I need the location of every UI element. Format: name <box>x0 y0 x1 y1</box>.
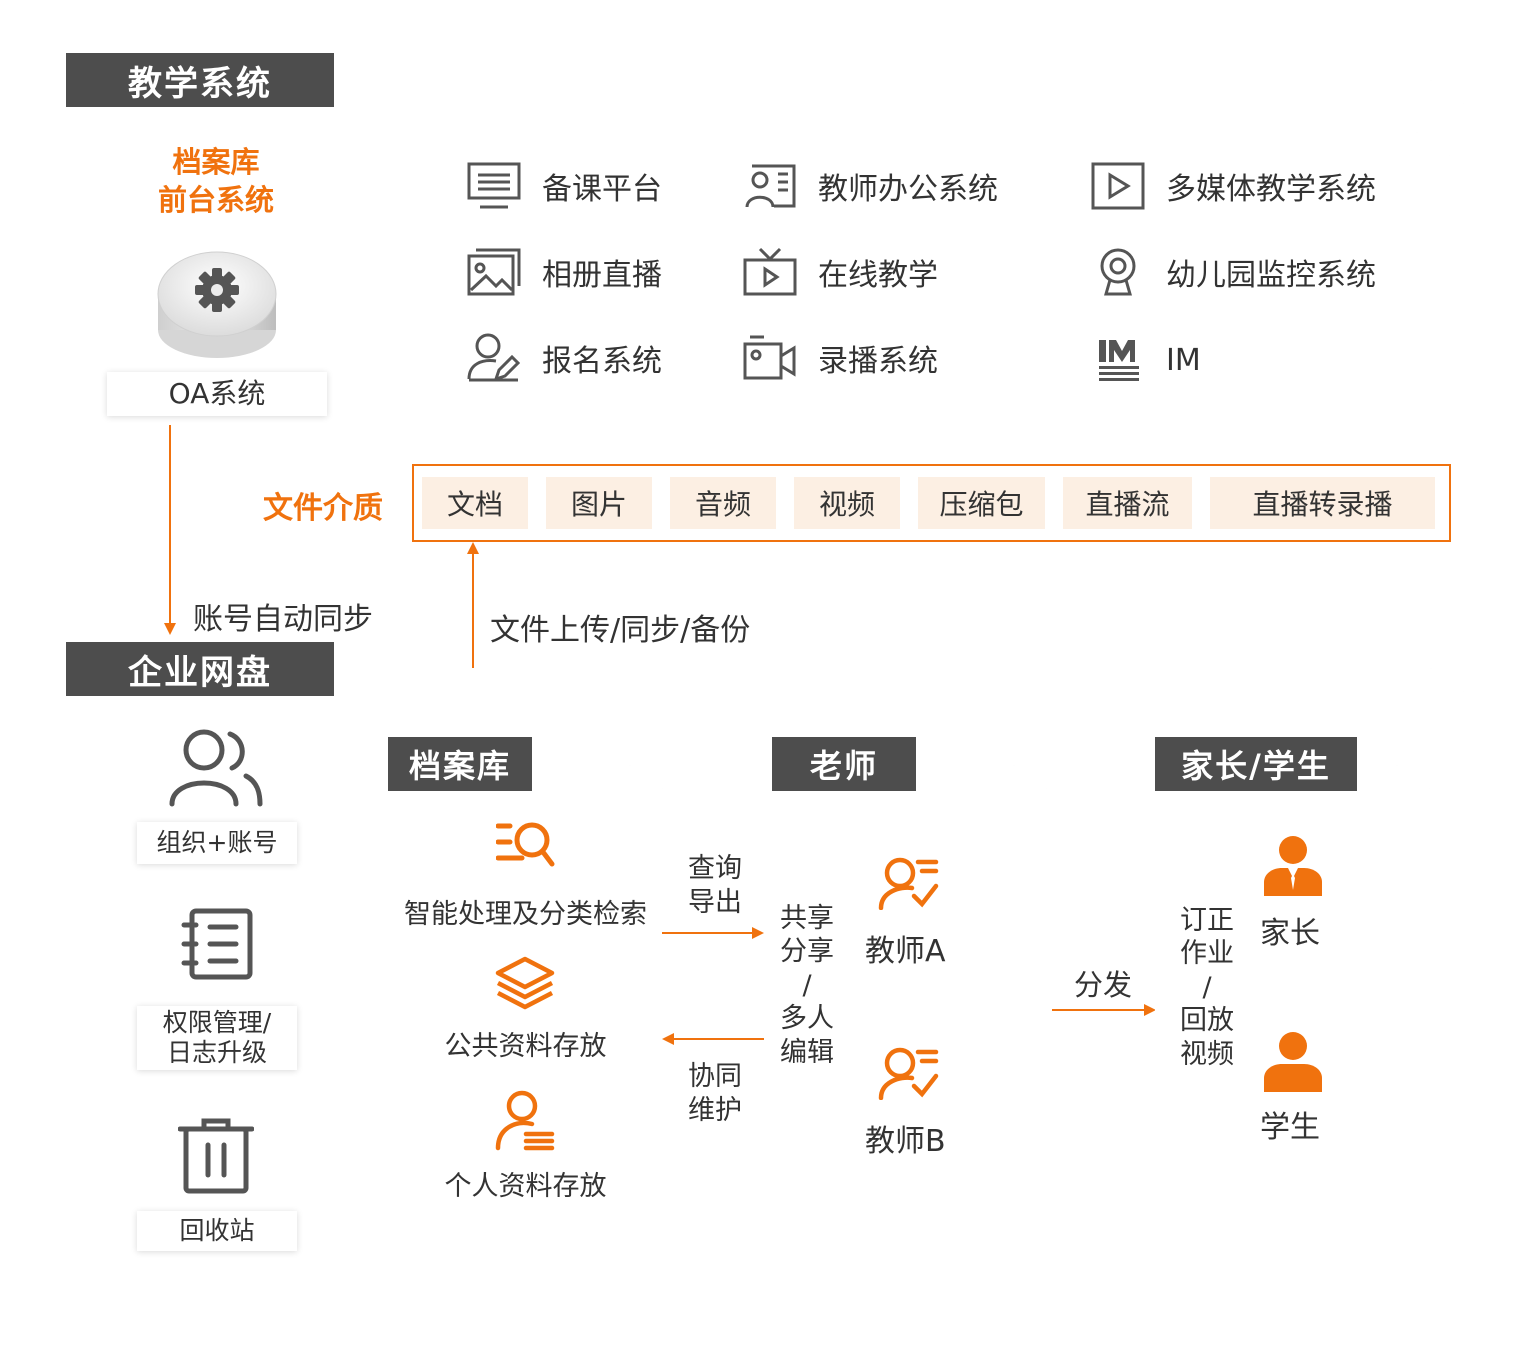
app-registration[interactable]: 报名系统 <box>466 332 662 384</box>
teacher-b-icon <box>878 1046 940 1100</box>
task-line: 作业 <box>1180 937 1234 970</box>
app-album-live[interactable]: 相册直播 <box>466 246 662 298</box>
account-sync-label: 账号自动同步 <box>193 594 373 638</box>
app-label: 多媒体教学系统 <box>1166 164 1376 208</box>
teacher-b-label: 教师B <box>865 1116 946 1160</box>
archive-frontend-line2: 前台系统 <box>130 182 302 220</box>
media-tag[interactable]: 直播转录播 <box>1210 477 1435 529</box>
personal-storage-label: 个人资料存放 <box>388 1164 663 1203</box>
users-icon <box>166 728 266 808</box>
task-line: 视频 <box>1180 1038 1234 1071</box>
share-line: 共享 <box>780 902 834 935</box>
teaching-system-title: 教学系统 <box>66 53 334 107</box>
media-tag[interactable]: 图片 <box>546 477 652 529</box>
app-recording[interactable]: 录播系统 <box>742 332 938 384</box>
app-online-teaching[interactable]: 在线教学 <box>742 246 938 298</box>
collab-line2: 维护 <box>688 1094 742 1128</box>
oa-system-text: OA系统 <box>169 377 266 411</box>
media-tag[interactable]: 直播流 <box>1063 477 1192 529</box>
media-tag[interactable]: 音频 <box>670 477 776 529</box>
task-line: / <box>1180 971 1234 1004</box>
teacher-panel-title: 老师 <box>772 737 916 791</box>
notebook-icon <box>180 907 254 981</box>
archive-frontend-line1: 档案库 <box>130 144 302 182</box>
archive-frontend-label: 档案库 前台系统 <box>130 144 302 219</box>
org-account-label: 组织+账号 <box>157 828 278 858</box>
oa-system-label: OA系统 <box>107 372 327 416</box>
permission-log-line2: 日志升级 <box>167 1038 267 1068</box>
app-teacher-office[interactable]: 教师办公系统 <box>742 160 998 212</box>
distribute-label: 分发 <box>1074 962 1132 1004</box>
image-icon <box>466 246 522 298</box>
query-export-line1: 查询 <box>688 852 742 886</box>
share-line: 编辑 <box>780 1036 834 1069</box>
media-tag[interactable]: 文档 <box>422 477 528 529</box>
org-account-box[interactable]: 组织+账号 <box>137 822 297 864</box>
monitor-icon <box>466 160 522 212</box>
distribute-arrow <box>1052 1003 1156 1017</box>
search-list-icon <box>496 820 556 878</box>
family-panel-title: 家长/学生 <box>1155 737 1357 791</box>
archive-panel-title: 档案库 <box>388 737 532 791</box>
query-export-arrow <box>662 926 764 940</box>
file-sync-label: 文件上传/同步/备份 <box>490 605 750 649</box>
app-label: 幼儿园监控系统 <box>1166 250 1376 294</box>
app-lesson-prep[interactable]: 备课平台 <box>466 160 662 212</box>
collab-arrow <box>662 1032 764 1046</box>
public-storage-label: 公共资料存放 <box>388 1024 663 1063</box>
user-docs-icon <box>494 1090 556 1152</box>
enterprise-disk-title: 企业网盘 <box>66 642 334 696</box>
task-line: 回放 <box>1180 1004 1234 1037</box>
app-label: 备课平台 <box>542 164 662 208</box>
share-line: 分享 <box>780 935 834 968</box>
media-label: 文件介质 <box>263 483 383 527</box>
trash-icon <box>178 1117 254 1195</box>
student-icon <box>1262 1030 1324 1092</box>
video-camera-icon <box>742 332 798 384</box>
app-label: 在线教学 <box>818 250 938 294</box>
media-tag[interactable]: 压缩包 <box>918 477 1045 529</box>
app-label: IM <box>1166 343 1201 378</box>
oa-system-icon <box>156 250 278 362</box>
app-kindergarten-monitor[interactable]: 幼儿园监控系统 <box>1090 246 1376 298</box>
teacher-a-label: 教师A <box>865 926 946 970</box>
app-im[interactable]: IM <box>1090 334 1201 386</box>
im-logo-icon <box>1090 334 1146 386</box>
teacher-a-icon <box>878 856 940 910</box>
recycle-bin-label: 回收站 <box>179 1216 254 1246</box>
media-tag[interactable]: 视频 <box>794 477 900 529</box>
tv-icon <box>742 246 798 298</box>
task-line: 订正 <box>1180 904 1234 937</box>
app-label: 录播系统 <box>818 336 938 380</box>
student-label: 学生 <box>1260 1102 1320 1146</box>
app-label: 教师办公系统 <box>818 164 998 208</box>
query-export-line2: 导出 <box>688 886 742 920</box>
permission-log-line1: 权限管理/ <box>163 1008 271 1038</box>
app-label: 报名系统 <box>542 336 662 380</box>
share-edit-label: 共享 分享 / 多人 编辑 <box>780 902 834 1069</box>
play-box-icon <box>1090 160 1146 212</box>
smart-search-label: 智能处理及分类检索 <box>388 892 663 931</box>
share-line: / <box>780 969 834 1002</box>
homework-replay-label: 订正 作业 / 回放 视频 <box>1180 904 1234 1071</box>
query-export-label: 查询 导出 <box>688 852 742 920</box>
app-multimedia[interactable]: 多媒体教学系统 <box>1090 160 1376 212</box>
app-label: 相册直播 <box>542 250 662 294</box>
account-sync-arrow <box>158 425 182 637</box>
layers-icon <box>494 956 556 1012</box>
parent-icon <box>1262 834 1324 898</box>
webcam-icon <box>1090 246 1146 298</box>
permission-log-box[interactable]: 权限管理/ 日志升级 <box>137 1006 297 1070</box>
parent-label: 家长 <box>1260 908 1320 952</box>
share-line: 多人 <box>780 1002 834 1035</box>
user-edit-icon <box>466 332 522 384</box>
collab-label: 协同 维护 <box>688 1060 742 1128</box>
recycle-bin-box[interactable]: 回收站 <box>137 1211 297 1251</box>
collab-line1: 协同 <box>688 1060 742 1094</box>
id-card-icon <box>742 160 798 212</box>
